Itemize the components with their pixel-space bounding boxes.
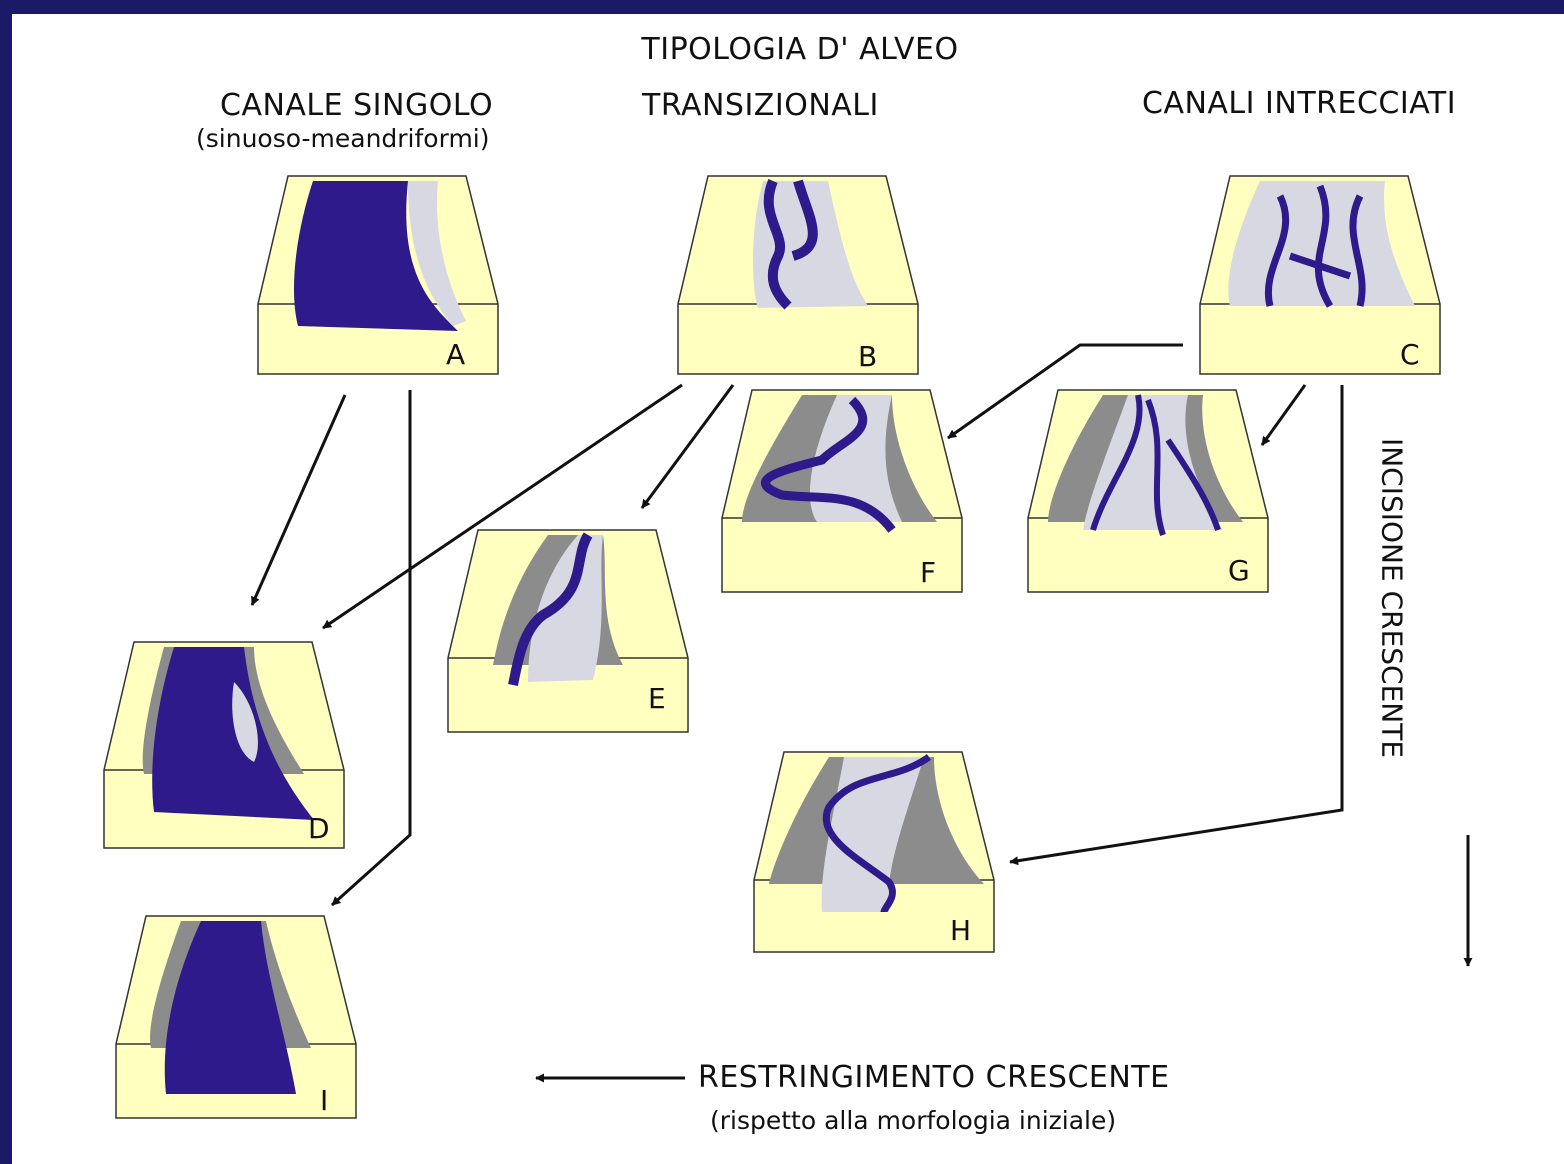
block-e: E [448,530,688,732]
column-title-transitional: TRANSIZIONALI [642,88,879,123]
block-g: G [1028,390,1268,592]
block-c: C [1200,176,1440,374]
label-f: F [920,556,936,589]
label-g: G [1228,554,1250,587]
block-a: A [258,176,498,374]
column-title-braided: CANALI INTRECCIATI [1142,86,1456,121]
block-b: B [678,176,918,374]
column-title-single: CANALE SINGOLO [220,88,493,123]
block-h: H [754,752,994,952]
diagram-title: TIPOLOGIA D' ALVEO [0,32,1564,67]
column-subtitle-single: (sinuoso-meandriformi) [196,124,490,153]
label-e: E [648,682,666,715]
label-a: A [446,338,465,371]
block-i: I [116,916,356,1118]
label-b: B [858,340,877,373]
label-i: I [320,1084,328,1117]
label-c: C [1400,338,1420,371]
block-f: F [722,390,962,592]
vertical-axis-label: INCISIONE CRESCENTE [1376,398,1409,798]
block-d: D [104,642,344,848]
horizontal-axis-label: RESTRINGIMENTO CRESCENTE [698,1060,1170,1095]
label-h: H [950,914,971,947]
horizontal-axis-note: (rispetto alla morfologia iniziale) [710,1106,1116,1135]
label-d: D [308,812,330,845]
